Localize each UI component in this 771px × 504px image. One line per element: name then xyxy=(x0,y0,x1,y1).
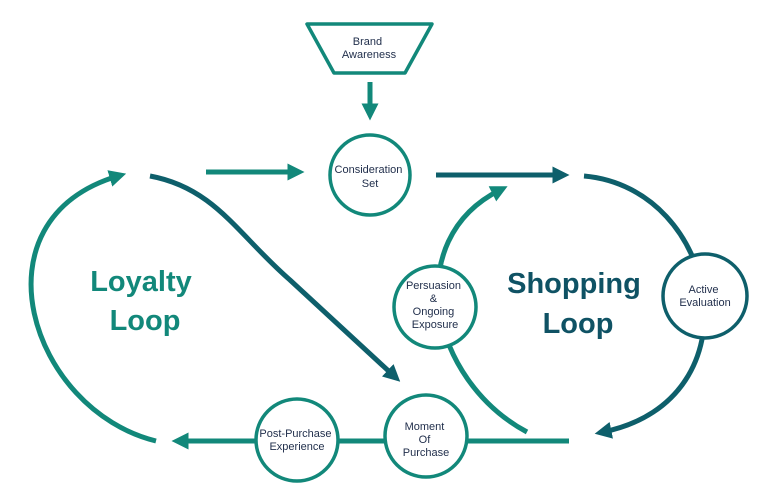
brand-awareness-shape xyxy=(305,22,434,75)
moment-of-purchase-label: Moment Of Purchase xyxy=(403,421,449,459)
persuasion-label: Persuasion & Ongoing Exposure xyxy=(406,280,464,331)
post-purchase-label: Post-Purchase Experience xyxy=(259,428,334,453)
post-purchase-node: Post-Purchase Experience xyxy=(254,397,340,483)
arrow-loyalty-to-purchase xyxy=(149,173,401,382)
consideration-set-label: Consideration Set xyxy=(335,164,406,190)
consideration-set-circle xyxy=(328,133,412,217)
consideration-set-node: Consideration Set xyxy=(328,133,412,217)
brand-awareness-label: Brand Awareness xyxy=(342,36,397,61)
active-evaluation-circle xyxy=(661,252,749,340)
moment-of-purchase-node: Moment Of Purchase xyxy=(383,393,469,479)
active-evaluation-node: Active Evaluation xyxy=(661,252,749,340)
moment-of-purchase-circle xyxy=(383,393,469,479)
active-evaluation-label: Active Evaluation xyxy=(679,284,730,309)
loyalty-loop-arc xyxy=(28,170,157,444)
persuasion-circle xyxy=(392,264,478,350)
persuasion-node: Persuasion & Ongoing Exposure xyxy=(392,264,478,350)
brand-awareness-node: Brand Awareness xyxy=(305,22,434,75)
shopping-loop-title: Shopping Loop xyxy=(507,268,649,340)
post-purchase-circle xyxy=(254,397,340,483)
loyalty-loop-title: Loyalty Loop xyxy=(90,266,200,337)
